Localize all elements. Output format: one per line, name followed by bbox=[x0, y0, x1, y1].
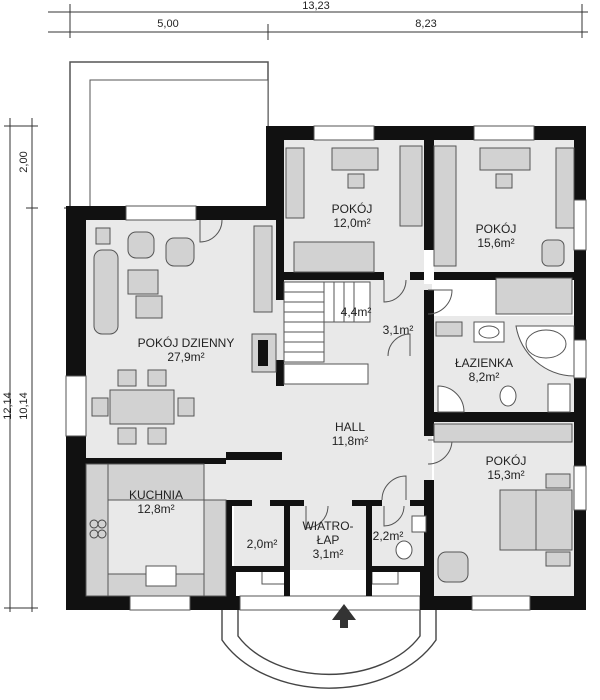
room-label-bedroom-2: POKÓJ 15,6m² bbox=[476, 222, 517, 250]
room-name: ŁAZIENKA bbox=[454, 356, 514, 370]
room-name: HALL bbox=[334, 420, 366, 434]
room-label-hall: HALL 11,8m² bbox=[332, 420, 368, 448]
wc-fixtures bbox=[395, 515, 427, 560]
living-room-furniture bbox=[91, 225, 277, 445]
bathroom-fixtures bbox=[435, 321, 575, 413]
room-area: 8,2m² bbox=[468, 370, 500, 384]
fireplace-icon bbox=[258, 340, 268, 366]
room-area: 27,9m² bbox=[167, 350, 205, 364]
room-area: 3,1m² bbox=[312, 547, 344, 561]
dimension-left-width: 5,00 bbox=[157, 18, 179, 30]
room-name: ŁAP bbox=[316, 533, 340, 547]
room-name: WIATRO- bbox=[302, 519, 354, 533]
room-label-vestibule: WIATRO- ŁAP 3,1m² bbox=[302, 519, 353, 561]
kitchen-furniture bbox=[85, 463, 227, 597]
dimension-terrace-depth: 2,00 bbox=[18, 151, 30, 173]
dimension-total-height: 12,14 bbox=[2, 392, 14, 420]
room-area: 15,3m² bbox=[487, 468, 525, 482]
staircase bbox=[283, 281, 371, 385]
bedroom-3-furniture bbox=[433, 423, 573, 583]
room-area: 4,4m² bbox=[340, 305, 372, 319]
room-label-bedroom-1: POKÓJ 12,0m² bbox=[332, 202, 373, 230]
room-name: POKÓJ bbox=[485, 454, 527, 468]
windows bbox=[65, 125, 587, 611]
room-label-wc: 2,2m² bbox=[373, 529, 404, 543]
terrace bbox=[69, 61, 269, 209]
room-label-living: POKÓJ DZIENNY 27,9m² bbox=[138, 336, 235, 364]
room-label-corridor: 3,1m² bbox=[383, 323, 414, 337]
room-label-bathroom: ŁAZIENKA 8,2m² bbox=[455, 356, 513, 384]
room-label-pantry: 2,0m² bbox=[247, 537, 278, 551]
entrance-porch bbox=[221, 610, 437, 689]
entrance-arrow-icon bbox=[332, 604, 356, 628]
room-area: 2,0m² bbox=[246, 537, 278, 551]
doors bbox=[199, 219, 453, 529]
stove-icon bbox=[89, 519, 107, 539]
room-area: 11,8m² bbox=[331, 434, 369, 448]
dimension-total-width: 13,23 bbox=[302, 0, 330, 12]
room-area: 12,0m² bbox=[333, 216, 371, 230]
dimension-right-width: 8,23 bbox=[415, 18, 437, 30]
room-area: 15,6m² bbox=[477, 236, 515, 250]
room-label-bedroom-3: POKÓJ 15,3m² bbox=[486, 454, 527, 482]
room-name: POKÓJ DZIENNY bbox=[137, 336, 235, 350]
room-name: POKÓJ bbox=[475, 222, 517, 236]
room-area: 2,2m² bbox=[372, 529, 404, 543]
room-name: POKÓJ bbox=[331, 202, 373, 216]
dimension-main-height: 10,14 bbox=[18, 392, 30, 420]
bedroom-2-furniture bbox=[433, 145, 575, 315]
room-label-stairs: 4,4m² bbox=[341, 305, 372, 319]
room-area: 12,8m² bbox=[137, 502, 175, 516]
room-name: KUCHNIA bbox=[128, 488, 184, 502]
dimension-lines bbox=[4, 4, 588, 612]
room-label-kitchen: KUCHNIA 12,8m² bbox=[129, 488, 183, 516]
room-area: 3,1m² bbox=[382, 323, 414, 337]
bedroom-1-furniture bbox=[285, 145, 423, 273]
hall-detail bbox=[226, 452, 282, 460]
